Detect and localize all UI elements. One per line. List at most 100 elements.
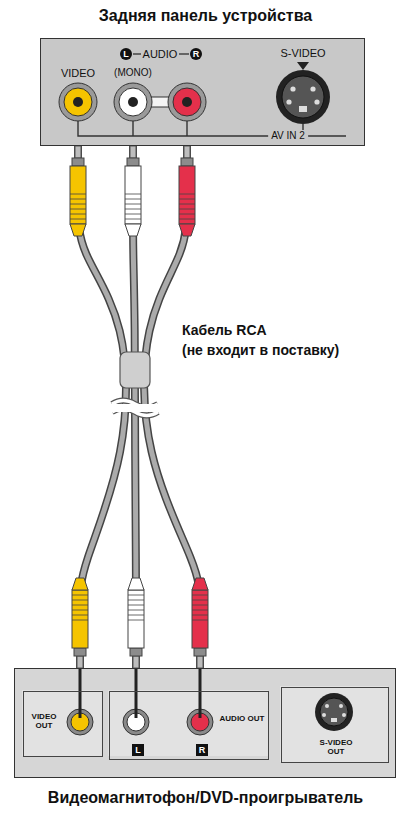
plug-body [70,166,86,224]
jack-label: S-VIDEO OUT [314,738,358,756]
video-out-ground [22,690,102,756]
plug-body [179,166,195,224]
svideo-pin [339,704,343,708]
plug-tip [75,146,81,158]
plug-collar [74,648,86,656]
cable-clip [120,352,150,388]
channel-marker: L [120,48,132,60]
plug-body [192,590,208,648]
plug-grip [192,620,208,621]
rca-plugs [70,146,208,718]
jack-label: L [132,744,144,756]
plug-grip [128,595,144,596]
plug-grip [70,199,86,200]
svideo-pin [322,713,326,717]
plug-pin [199,668,202,718]
rca-plug [192,578,208,718]
svideo-out-box: S-VIDEO OUT [281,687,389,763]
plug-grip [179,219,195,220]
plug-grip [128,600,144,601]
audio-out-ground [108,690,268,756]
plug-grip [70,194,86,195]
video-jack [59,83,97,121]
plug-grip [72,620,88,621]
plug-tip [77,656,83,668]
plug-pin [135,668,138,718]
plug-collar [194,648,206,656]
svideo-out-jack [320,698,348,726]
video-jack [73,97,83,107]
plug-tip [184,146,190,158]
plug-grip [72,605,88,606]
plug-grip [72,595,88,596]
plug-strain-relief [70,224,86,236]
plug-strain-relief [128,578,144,590]
plug-grip [192,595,208,596]
svideo-pin [310,86,315,91]
plug-strain-relief [72,578,88,590]
plug-grip [128,620,144,621]
jack-group-label: AUDIO [143,48,178,61]
jack-label: (MONO) [114,67,152,79]
plug-grip [179,209,195,210]
plug-grip [128,605,144,606]
rca-plug [125,146,141,236]
plug-grip [125,209,141,210]
svideo-jack [276,70,330,124]
svideo-pin [342,713,346,717]
audio-jack [182,97,192,107]
plug-grip [72,610,88,611]
svideo-pin [314,99,319,104]
rca-plug [128,578,144,718]
svideo-pin [325,704,329,708]
audio-jack [173,88,201,116]
rca-plug [179,146,195,236]
plug-grip [70,219,86,220]
plug-grip [192,610,208,611]
audio-out-box: L R AUDIO OUT [109,691,269,760]
plug-grip [125,214,141,215]
svideo-pin [290,86,295,91]
audio-jack [119,88,147,116]
rca-plug [72,578,88,718]
plug-grip [70,204,86,205]
panel-heading: Задняя панель устройства [1,7,409,25]
jack-label: AUDIO OUT [218,714,266,723]
plug-grip [128,610,144,611]
rca-plug [70,146,86,236]
plug-pin [79,668,82,718]
plug-grip [192,615,208,616]
plug-grip [125,204,141,205]
plug-tip [133,656,139,668]
jack-label: R [196,744,208,756]
marker-line [179,53,189,54]
plug-body [128,590,144,648]
plug-grip [179,214,195,215]
player-panel: Видеомагнитофон/DVD-проигрывательVIDEO O… [14,668,396,778]
panel-heading: Видеомагнитофон/DVD-проигрыватель [1,789,409,807]
plug-grip [70,214,86,215]
cable-break-gap [110,404,160,412]
plug-tip [130,146,136,158]
plug-tip [197,656,203,668]
plug-grip [72,615,88,616]
channel-marker: R [190,48,202,60]
marker-line [133,53,141,54]
svideo-jack [282,76,324,118]
plug-collar [127,158,139,166]
plug-body [125,166,141,224]
svideo-key [331,718,337,722]
cable-label: Кабель RCA [182,322,267,338]
svideo-key [299,106,307,112]
svideo-marker [297,62,309,70]
plug-grip [179,194,195,195]
audio-jack [114,83,152,121]
audio-jack [128,97,138,107]
jack-label: VIDEO [61,67,95,80]
jack-label: VIDEO OUT [26,712,62,730]
plug-strain-relief [125,224,141,236]
plug-strain-relief [179,224,195,236]
plug-collar [130,648,142,656]
